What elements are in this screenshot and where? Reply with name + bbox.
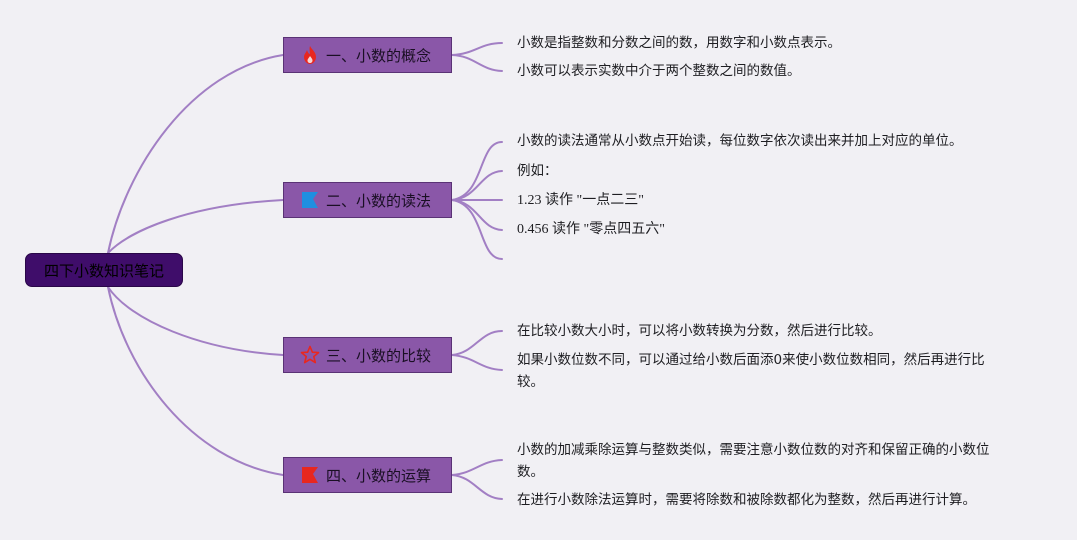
root-to-branch-2-line: [107, 199, 284, 254]
leaf-topic[interactable]: 小数可以表示实数中介于两个整数之间的数值。: [517, 63, 801, 79]
leaf-topic[interactable]: 小数是指整数和分数之间的数，用数字和小数点表示。: [517, 35, 841, 51]
root-to-branch-4-line: [107, 286, 284, 476]
leaf-topic[interactable]: 小数的读法通常从小数点开始读，每位数字依次读出来并加上对应的单位。: [517, 133, 963, 149]
leaf-topic[interactable]: 1.23 读作 "一点二三": [517, 193, 644, 208]
branch-4-leaf-2-line: [451, 474, 503, 500]
branch-topic-label: 一、小数的概念: [326, 46, 432, 65]
red-flag-icon: [300, 465, 320, 485]
branch-1-leaf-1-line: [451, 42, 503, 56]
branch-topic-comparison[interactable]: 三、小数的比较: [283, 337, 452, 373]
leaf-topic[interactable]: 如果小数位数不同，可以通过给小数后面添0来使小数位数相同，然后再进行比较。: [517, 352, 985, 390]
leaf-topic[interactable]: 例如：: [517, 163, 558, 179]
branch-2-leaf-5-line: [451, 199, 503, 260]
star-outline-icon: [300, 345, 320, 365]
branch-topic-operations[interactable]: 四、小数的运算: [283, 457, 452, 493]
leaf-topic[interactable]: 小数的加减乘除运算与整数类似，需要注意小数位数的对齐和保留正确的小数位数。: [517, 442, 990, 480]
branch-4-leaf-1-line: [451, 459, 503, 476]
root-to-branch-1-line: [107, 54, 284, 254]
branch-topic-label: 二、小数的读法: [326, 191, 432, 210]
branch-topic-label: 四、小数的运算: [326, 466, 432, 485]
branch-2-leaf-1-line: [451, 141, 503, 201]
blue-flag-icon: [300, 190, 320, 210]
branch-topic-concept[interactable]: 一、小数的概念: [283, 37, 452, 73]
branch-1-leaf-2-line: [451, 54, 503, 72]
branch-3-leaf-2-line: [451, 354, 503, 371]
branch-3-leaf-1-line: [451, 330, 503, 356]
branch-topic-reading[interactable]: 二、小数的读法: [283, 182, 452, 218]
root-topic[interactable]: 四下小数知识笔记: [25, 253, 183, 287]
branch-2-leaf-2-line: [451, 170, 503, 201]
leaf-topic[interactable]: 在比较小数大小时，可以将小数转换为分数，然后进行比较。: [517, 323, 882, 339]
root-to-branch-3-line: [107, 286, 284, 356]
fire-icon: [300, 45, 320, 65]
leaf-topic[interactable]: 在进行小数除法运算时，需要将除数和被除数都化为整数，然后再进行计算。: [517, 492, 976, 508]
leaf-topic[interactable]: 0.456 读作 "零点四五六": [517, 222, 665, 237]
root-topic-label: 四下小数知识笔记: [43, 261, 164, 280]
branch-topic-label: 三、小数的比较: [326, 346, 432, 365]
